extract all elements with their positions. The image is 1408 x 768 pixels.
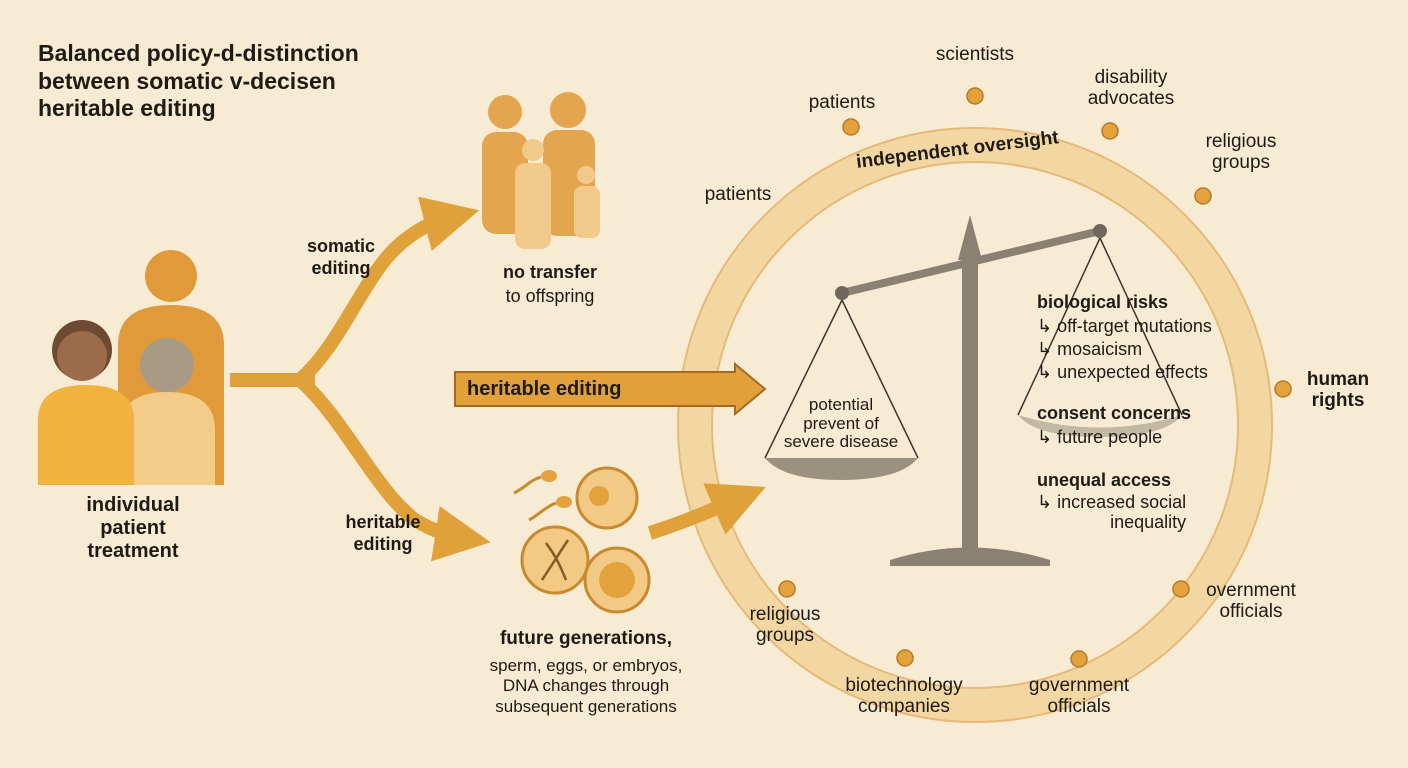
risk-item-unexpected: ↳ unexpected effects	[1037, 362, 1208, 382]
risk-item-mosaicism: ↳ mosaicism	[1037, 339, 1142, 359]
stakeholder-dot-biotech	[896, 649, 914, 667]
individual-patient-caption: individual patient treatment	[86, 494, 180, 562]
risk-bullet-arrow-icon: ↳	[1037, 492, 1058, 512]
stakeholder-dot-ov-officials	[1172, 580, 1190, 598]
risk-heading-consent: consent concerns	[1037, 403, 1192, 423]
risk-bullet-arrow-icon: ↳	[1037, 316, 1058, 336]
stakeholder-dot-scientists	[966, 87, 984, 105]
stakeholder-dot-gov-officials	[1070, 650, 1088, 668]
oversight-ring-inner-edge	[711, 161, 1239, 689]
oversight-ring-outer-edge	[677, 127, 1273, 723]
stakeholder-disability-advocates: disability advocates	[1087, 67, 1175, 110]
stakeholder-scientists: scientists	[935, 44, 1015, 65]
heritable-editing-label: heritable editing	[345, 512, 421, 554]
stakeholder-dot-religious-top	[1194, 187, 1212, 205]
somatic-editing-label: somatic editing	[306, 236, 376, 278]
risk-item-text: unexpected effects	[1057, 362, 1208, 382]
stakeholder-patients-left: patients	[704, 184, 772, 205]
stakeholder-dot-religious-bottom	[778, 580, 796, 598]
stakeholder-dot-disability	[1101, 122, 1119, 140]
stakeholder-ov-officials: overnment officials	[1206, 580, 1296, 623]
patients-group-illustration	[38, 250, 224, 485]
risk-item-text: mosaicism	[1057, 339, 1143, 359]
risk-heading-unequal-access: unequal access	[1037, 470, 1172, 490]
reproductive-cells-illustration	[513, 466, 651, 614]
potential-benefit-text: potential prevent of severe disease	[783, 395, 899, 452]
risk-item-off-target: ↳ off-target mutations	[1037, 316, 1212, 336]
page-title: Balanced policy-d-distinction between so…	[38, 40, 359, 122]
stakeholder-dot-patients-top	[842, 118, 860, 136]
risk-item-text: off-target mutations	[1057, 316, 1212, 336]
stakeholder-government-officials: government officials	[1028, 675, 1130, 718]
stakeholder-human-rights: human rights	[1306, 369, 1370, 412]
no-transfer-subtitle: to offspring	[505, 286, 595, 306]
oversight-ring	[678, 128, 1272, 722]
risk-heading-biological: biological risks	[1037, 292, 1169, 312]
future-to-oversight-arrow	[647, 483, 766, 540]
heritable-editing-block-arrow	[454, 361, 767, 417]
balance-scale	[764, 215, 1183, 566]
no-transfer-heading: no transfer	[502, 262, 598, 282]
family-illustration	[482, 92, 600, 249]
risk-item-future-people: ↳ future people	[1037, 427, 1162, 447]
stakeholder-biotechnology-companies: biotechnology companies	[845, 675, 963, 718]
stakeholder-dot-human-rights	[1274, 380, 1292, 398]
future-generations-heading: future generations,	[499, 628, 673, 649]
heritable-editing-arrow-label: heritable editing	[467, 378, 622, 400]
risk-item-text: future people	[1057, 427, 1163, 447]
risk-bullet-arrow-icon: ↳	[1037, 339, 1058, 359]
heritable-branch-arrow	[295, 374, 491, 562]
stakeholder-religious-groups-top: religious groups	[1205, 131, 1277, 174]
risk-bullet-arrow-icon: ↳	[1037, 427, 1058, 447]
risk-bullet-arrow-icon: ↳	[1037, 362, 1058, 382]
risk-item-text: increased social inequality	[1057, 492, 1187, 533]
future-generations-description: sperm, eggs, or embryos, DNA changes thr…	[489, 656, 683, 716]
stakeholder-religious-groups-bottom: religious groups	[749, 604, 821, 647]
risk-item-social-inequality: ↳ increased social inequality	[1037, 492, 1187, 532]
somatic-branch-arrow	[295, 196, 480, 386]
stakeholder-patients-top: patients	[808, 92, 876, 113]
